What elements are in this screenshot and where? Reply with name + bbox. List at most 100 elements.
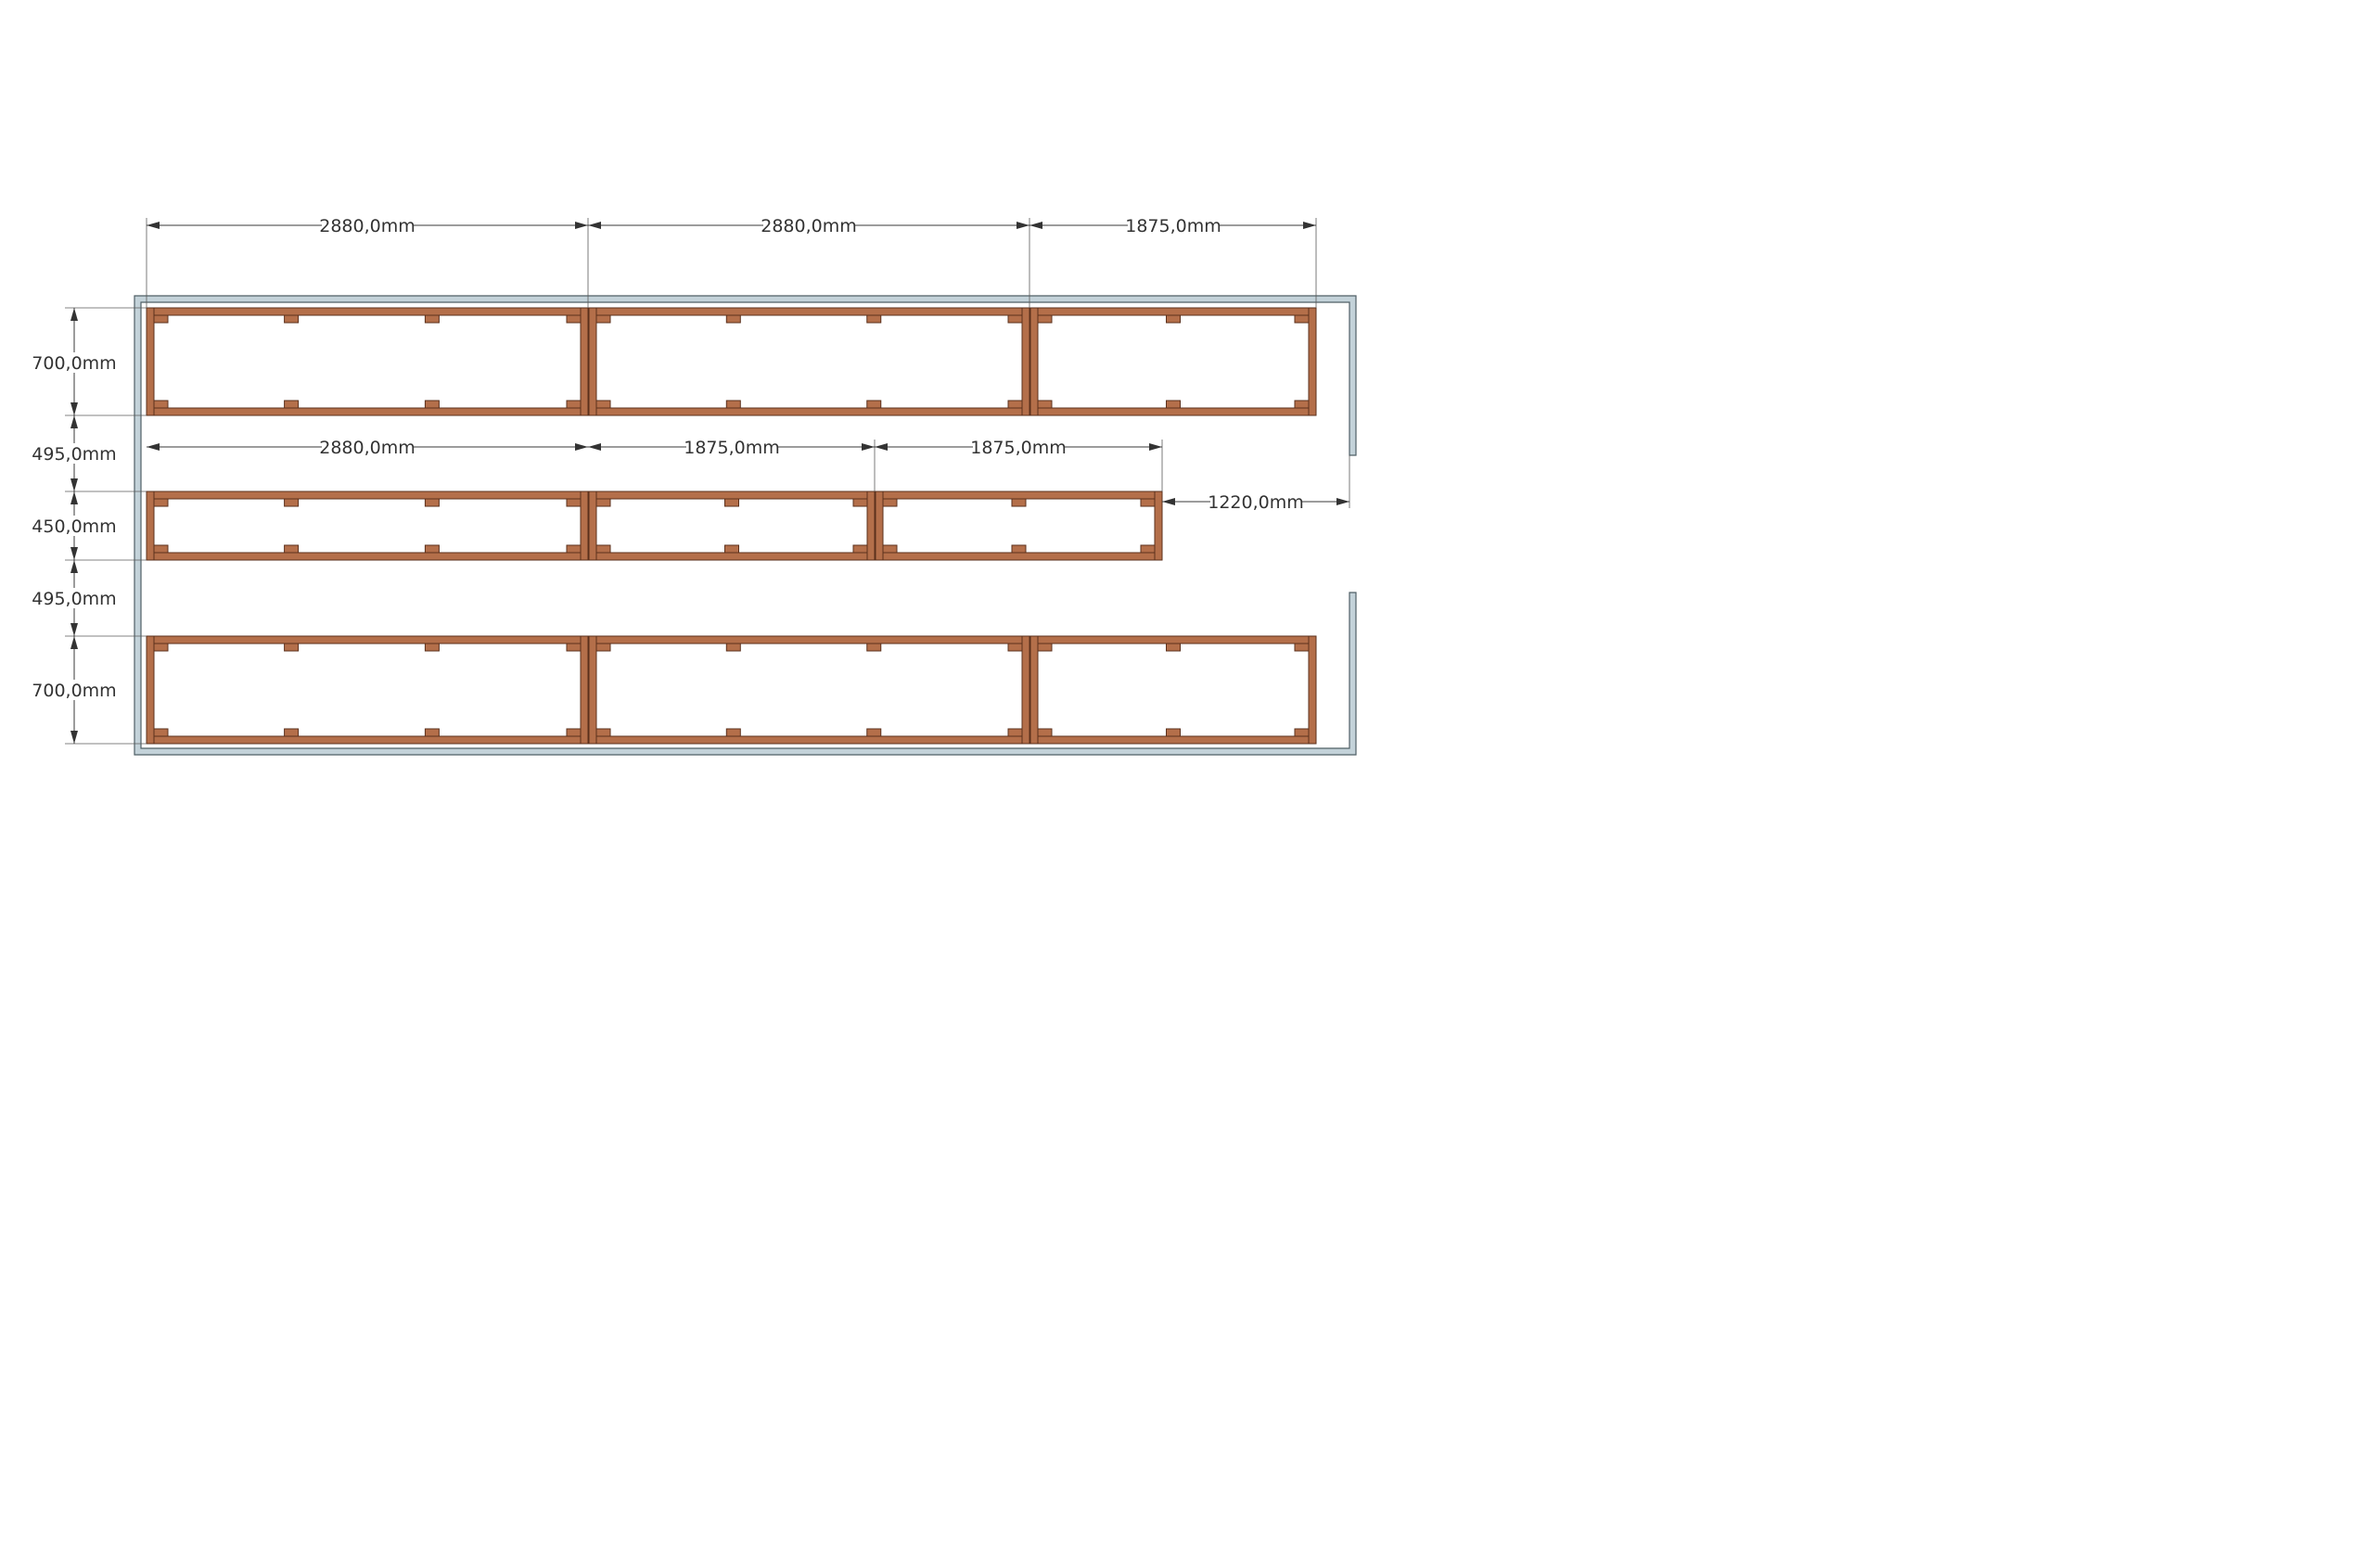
spacer-block: [1037, 314, 1053, 324]
spacer-block: [1011, 544, 1027, 554]
spacer-block: [1140, 544, 1156, 554]
spacer-block: [1140, 498, 1156, 507]
frame-bottom-rail: [146, 552, 1163, 561]
spacer-block: [1011, 498, 1027, 507]
frame-post: [588, 307, 597, 416]
spacer-block: [725, 314, 741, 324]
spacer-block: [595, 400, 611, 409]
left-dimension-column: 700,0mm 495,0mm 450,0mm 495,0mm 700,0mm: [32, 308, 117, 744]
spacer-block: [284, 498, 300, 507]
spacer-block: [1166, 643, 1181, 652]
spacer-block: [424, 498, 440, 507]
spacer-block: [866, 728, 882, 737]
frame-post: [866, 491, 876, 561]
spacer-block: [852, 498, 868, 507]
spacer-block: [595, 728, 611, 737]
wall-outline: [134, 295, 1357, 756]
spacer-block: [725, 400, 741, 409]
spacer-block: [1007, 728, 1023, 737]
spacer-block: [1166, 314, 1181, 324]
dimension-middle-2: 1875,0mm: [684, 438, 780, 458]
frame-bottom-rail: [146, 407, 1317, 416]
spacer-block: [424, 544, 440, 554]
spacer-block: [424, 643, 440, 652]
frame-post: [580, 491, 589, 561]
extension-lines: [65, 218, 1350, 745]
spacer-block: [566, 643, 582, 652]
spacer-block: [153, 544, 169, 554]
spacer-block: [595, 314, 611, 324]
spacer-block: [566, 728, 582, 737]
spacer-block: [725, 728, 741, 737]
spacer-block: [595, 544, 611, 554]
spacer-block: [852, 544, 868, 554]
frame-rows: [146, 307, 1317, 745]
frame-post: [1308, 307, 1317, 416]
spacer-block: [1037, 400, 1053, 409]
spacer-block: [882, 498, 898, 507]
frame-post: [875, 491, 884, 561]
spacer-block: [284, 728, 300, 737]
dimension-left-1: 700,0mm: [32, 353, 116, 374]
top-dimension-row: 2880,0mm 2880,0mm 1875,0mm: [147, 215, 1316, 236]
spacer-block: [1166, 728, 1181, 737]
spacer-block: [424, 400, 440, 409]
dimension-top-3: 1875,0mm: [1125, 216, 1221, 236]
spacer-block: [1294, 643, 1310, 652]
spacer-block: [1166, 400, 1181, 409]
spacer-block: [882, 544, 898, 554]
frame-top-rail: [146, 307, 1317, 316]
dimension-middle-3: 1875,0mm: [970, 438, 1067, 458]
dimension-middle-1: 2880,0mm: [319, 438, 416, 458]
spacer-block: [1037, 643, 1053, 652]
spacer-block: [284, 544, 300, 554]
frame-bottom-rail: [146, 735, 1317, 745]
spacer-block: [153, 728, 169, 737]
spacer-block: [595, 643, 611, 652]
frame-post: [1021, 635, 1030, 745]
right-gap-dimension: 1220,0mm: [1162, 491, 1349, 513]
frame-post: [1154, 491, 1163, 561]
spacer-block: [284, 400, 300, 409]
dimension-right-gap: 1220,0mm: [1208, 492, 1304, 513]
frame-row-bottom: [146, 635, 1317, 745]
frame-row-top: [146, 307, 1317, 416]
spacer-block: [284, 643, 300, 652]
frame-post: [588, 635, 597, 745]
frame-post: [146, 635, 155, 745]
spacer-block: [566, 498, 582, 507]
frame-post: [146, 307, 155, 416]
spacer-block: [866, 400, 882, 409]
dimension-left-5: 700,0mm: [32, 681, 116, 701]
spacer-block: [153, 643, 169, 652]
dimension-left-4: 495,0mm: [32, 589, 116, 609]
dimension-top-1: 2880,0mm: [319, 216, 416, 236]
frame-post: [1029, 307, 1039, 416]
frame-post: [146, 491, 155, 561]
dimension-left-3: 450,0mm: [32, 516, 116, 537]
spacer-block: [1007, 314, 1023, 324]
spacer-block: [566, 314, 582, 324]
frame-post: [580, 307, 589, 416]
spacer-block: [866, 643, 882, 652]
spacer-block: [1007, 400, 1023, 409]
dimension-left-2: 495,0mm: [32, 444, 116, 465]
spacer-block: [725, 643, 741, 652]
floor-plan-drawing: 2880,0mm 2880,0mm 1875,0mm 2880,0mm 1875…: [32, 215, 1357, 756]
spacer-block: [1294, 314, 1310, 324]
spacer-block: [284, 314, 300, 324]
spacer-block: [153, 314, 169, 324]
spacer-block: [424, 314, 440, 324]
spacer-block: [566, 544, 582, 554]
middle-dimension-row: 2880,0mm 1875,0mm 1875,0mm: [147, 437, 1162, 458]
spacer-block: [866, 314, 882, 324]
spacer-block: [566, 400, 582, 409]
frame-post: [588, 491, 597, 561]
spacer-block: [1294, 728, 1310, 737]
spacer-block: [724, 544, 739, 554]
frame-top-rail: [146, 491, 1163, 500]
frame-top-rail: [146, 635, 1317, 644]
frame-row-middle: [146, 491, 1163, 561]
spacer-block: [595, 498, 611, 507]
spacer-block: [724, 498, 739, 507]
